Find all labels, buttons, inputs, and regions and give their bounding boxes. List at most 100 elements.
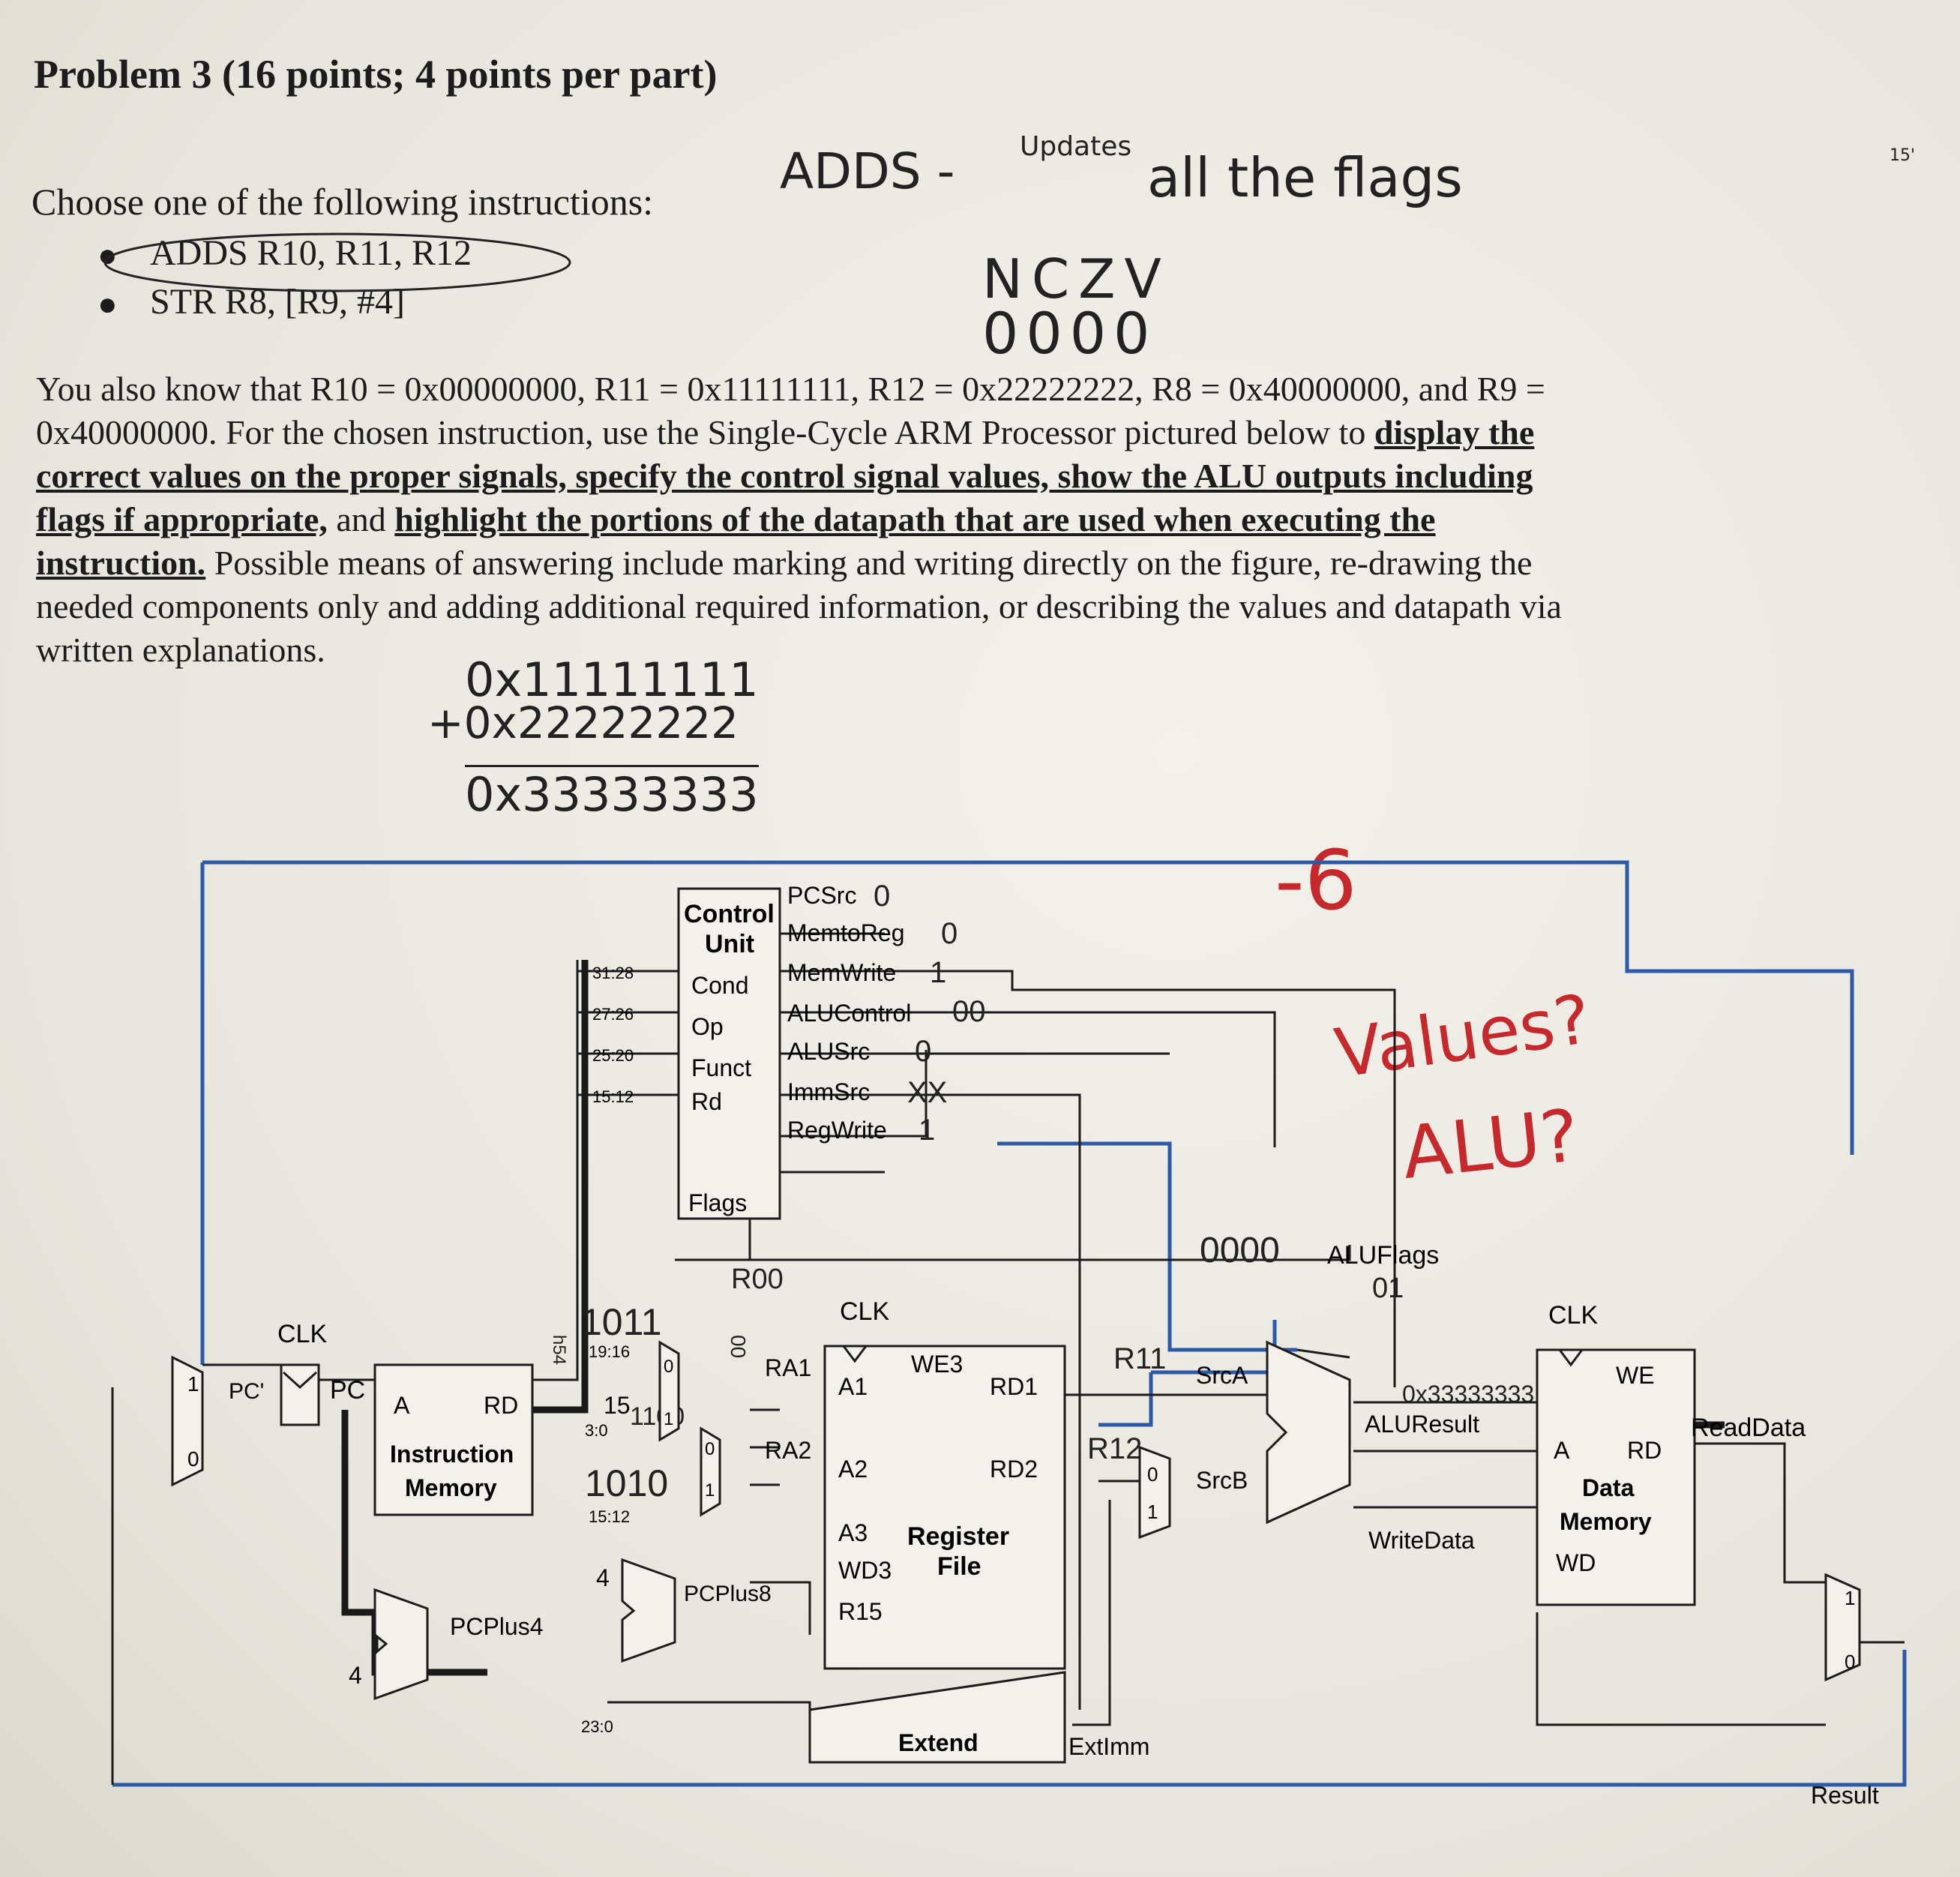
hand-1011: 1011 — [581, 1301, 662, 1343]
instruction-memory — [373, 1363, 534, 1516]
option-circle — [103, 232, 571, 292]
bitfield-3-0: 3:0 — [585, 1421, 608, 1440]
clk-label: CLK — [277, 1320, 327, 1348]
hand-aluflags-mark: 01 — [1372, 1273, 1404, 1304]
srcb-label: SrcB — [1196, 1467, 1248, 1494]
dmem-clk: CLK — [1548, 1301, 1598, 1330]
signal-regwrite: RegWrite — [787, 1117, 887, 1144]
clock-triangle-icon — [1558, 1349, 1584, 1367]
input-rd: Rd — [691, 1088, 722, 1115]
corner-mark: 15' — [1890, 146, 1916, 165]
handwritten-sum-line2: +0x22222222 — [427, 697, 739, 748]
signal-alusrc: ALUSrc — [787, 1038, 870, 1065]
mux-label: 1 — [187, 1372, 199, 1396]
value-memtoreg: 0 — [941, 917, 958, 950]
regfile-r15: R15 — [838, 1598, 883, 1625]
signal-alucontrol: ALUControl — [787, 1000, 911, 1027]
input-funct: Funct — [691, 1054, 751, 1081]
pcplus8-label: PCPlus8 — [684, 1582, 772, 1606]
data-memory — [1536, 1348, 1696, 1606]
clock-triangle-icon — [282, 1371, 318, 1390]
ra2-label: RA2 — [765, 1437, 811, 1464]
svg-text:0: 0 — [664, 1357, 673, 1377]
hand-alu-result: 0x33333333 — [1402, 1381, 1534, 1408]
flags-label: Flags — [688, 1189, 747, 1216]
signal-immsrc: ImmSrc — [787, 1078, 870, 1105]
imem-subtitle: Memory — [405, 1474, 497, 1501]
extend-label: Extend — [898, 1729, 979, 1756]
extimm-label: ExtImm — [1068, 1733, 1149, 1760]
hand-op-bits: 00 — [727, 1335, 750, 1358]
const-4b: 4 — [596, 1564, 610, 1591]
svg-text:0: 0 — [1845, 1651, 1855, 1673]
bitfield-19-16: 19:16 — [589, 1342, 630, 1361]
signal-memwrite: MemWrite — [787, 959, 896, 986]
svg-text:0: 0 — [1147, 1463, 1158, 1486]
bullet-icon: ● — [97, 286, 118, 322]
svg-text:1: 1 — [664, 1409, 673, 1429]
const-4a: 4 — [349, 1662, 362, 1689]
handwritten-adds: ADDS - — [780, 142, 955, 200]
value-immsrc: XX — [907, 1076, 947, 1109]
handwritten-sum-line3: 0x33333333 — [465, 765, 759, 822]
regfile-rd1: RD1 — [990, 1373, 1038, 1400]
handwritten-flags-header: NCZV — [982, 247, 1170, 310]
readdata-label: ReadData — [1691, 1414, 1806, 1442]
ra1-label: RA1 — [765, 1354, 811, 1381]
grader-score: -6 — [1275, 832, 1357, 928]
result-mux: 1 0 — [1824, 1573, 1861, 1682]
control-unit-title: Control — [684, 900, 775, 928]
regfile-rd2: RD2 — [990, 1456, 1038, 1483]
dmem-wd: WD — [1556, 1549, 1596, 1576]
value-alusrc: 0 — [915, 1035, 931, 1068]
alu — [1266, 1340, 1351, 1525]
imem-rd: RD — [484, 1392, 518, 1419]
dmem-rd: RD — [1627, 1437, 1662, 1464]
regfile-title: Register — [907, 1522, 1009, 1551]
value-pcsrc: 0 — [874, 880, 890, 913]
dmem-a: A — [1554, 1437, 1570, 1464]
dmem-subtitle: Memory — [1560, 1508, 1652, 1535]
extend-unit — [808, 1671, 1066, 1764]
regfile-a2: A2 — [838, 1456, 868, 1483]
pc-label: PC — [330, 1376, 365, 1405]
ra2-mux: 0 1 — [700, 1426, 721, 1517]
pc-mux: 1 0 — [171, 1355, 204, 1487]
svg-text:0: 0 — [705, 1439, 715, 1459]
regfile-we3: WE3 — [911, 1351, 963, 1378]
instruction-prompt: Choose one of the following instructions… — [31, 181, 654, 223]
mux-label: 0 — [187, 1447, 199, 1471]
ra1-mux: 0 1 — [658, 1340, 680, 1442]
signal-pcsrc: PCSrc — [787, 882, 856, 909]
bitfield-23-0: 23:0 — [581, 1717, 613, 1736]
highlighted-paths — [112, 860, 1907, 1787]
svg-text:1: 1 — [1147, 1501, 1158, 1523]
bitfield-15-12b: 15:12 — [589, 1507, 630, 1526]
dmem-we: WE — [1616, 1362, 1655, 1389]
value-regwrite: 1 — [919, 1114, 935, 1147]
const-15: 15 — [604, 1392, 631, 1419]
hand-r11: R11 — [1113, 1342, 1166, 1375]
pc-register — [280, 1363, 320, 1426]
aluflags-label: ALUFlags — [1327, 1241, 1439, 1270]
hand-aluflags: 0000 — [1200, 1231, 1280, 1270]
dmem-title: Data — [1582, 1474, 1635, 1501]
result-label: Result — [1811, 1782, 1879, 1809]
control-unit — [677, 887, 781, 1220]
value-memwrite: 1 — [930, 956, 946, 989]
problem-title: Problem 3 (16 points; 4 points per part) — [34, 52, 718, 97]
regfile-a1: A1 — [838, 1373, 868, 1400]
bitfield-27-26: 27:26 — [592, 1005, 634, 1024]
signal-memtoreg: MemtoReg — [787, 919, 905, 946]
option-str: STR R8, [R9, #4] — [150, 282, 406, 322]
hand-r12: R12 — [1087, 1432, 1142, 1465]
pc-prime-label: PC' — [229, 1379, 264, 1404]
srca-label: SrcA — [1196, 1362, 1248, 1389]
handwritten-flags-values: 0000 — [982, 300, 1158, 367]
aluresult-label: ALUResult — [1365, 1411, 1479, 1438]
pcplus4-label: PCPlus4 — [450, 1613, 544, 1640]
pcplus4-adder — [373, 1588, 429, 1701]
register-file — [823, 1345, 1066, 1670]
handwritten-all-flags: all the flags — [1147, 146, 1463, 209]
